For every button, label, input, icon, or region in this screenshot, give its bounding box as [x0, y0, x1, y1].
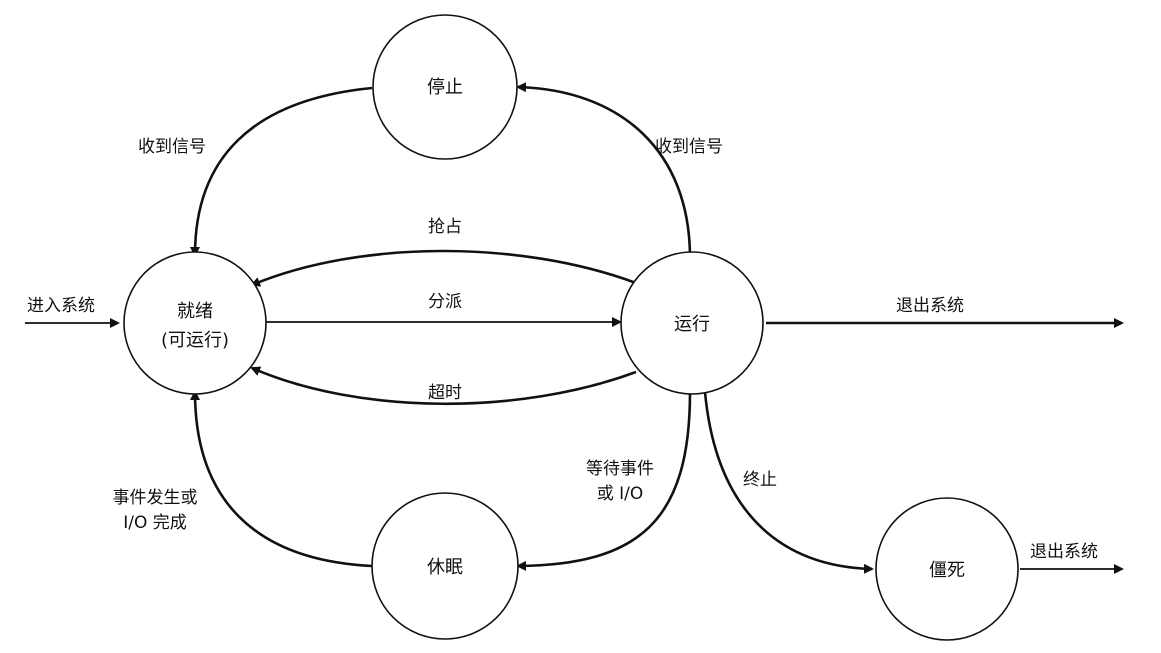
edge-preempt: [250, 249, 637, 287]
edge-running-to-zombie: [703, 391, 874, 574]
label-enter-system: 进入系统: [27, 296, 95, 316]
label-signal-right: 收到信号: [655, 137, 723, 157]
edge-timeout: [250, 366, 637, 406]
state-sleeping-label: 休眠: [427, 557, 463, 578]
label-terminate: 终止: [743, 470, 777, 490]
label-signal-left: 收到信号: [138, 137, 206, 157]
label-wait-line1: 等待事件: [586, 459, 654, 479]
label-exit-system-running: 退出系统: [896, 296, 964, 316]
label-exit-system-zombie: 退出系统: [1030, 542, 1098, 562]
edge-running-to-stopped: [516, 82, 692, 259]
state-sleeping: 休眠: [371, 492, 519, 640]
state-zombie-label: 僵死: [929, 560, 965, 581]
state-running-label: 运行: [674, 314, 710, 335]
label-event-line1: 事件发生或: [113, 488, 198, 508]
state-stopped: 停止: [372, 14, 518, 160]
edge-running-to-sleeping: [516, 391, 692, 571]
state-ready: 就绪 (可运行): [123, 251, 267, 395]
state-zombie: 僵死: [875, 497, 1019, 641]
state-ready-sublabel: (可运行): [161, 330, 229, 351]
edge-stopped-to-ready: [190, 86, 373, 257]
label-wait-line2: 或 I/O: [597, 484, 644, 504]
state-stopped-label: 停止: [427, 77, 463, 98]
state-ready-label: 就绪: [177, 301, 213, 322]
edge-sleeping-to-ready: [190, 390, 373, 568]
label-dispatch: 分派: [428, 292, 462, 312]
label-event-line2: I/O 完成: [123, 513, 187, 533]
state-running: 运行: [620, 251, 764, 395]
label-timeout: 超时: [428, 383, 462, 403]
label-preempt: 抢占: [428, 217, 462, 237]
